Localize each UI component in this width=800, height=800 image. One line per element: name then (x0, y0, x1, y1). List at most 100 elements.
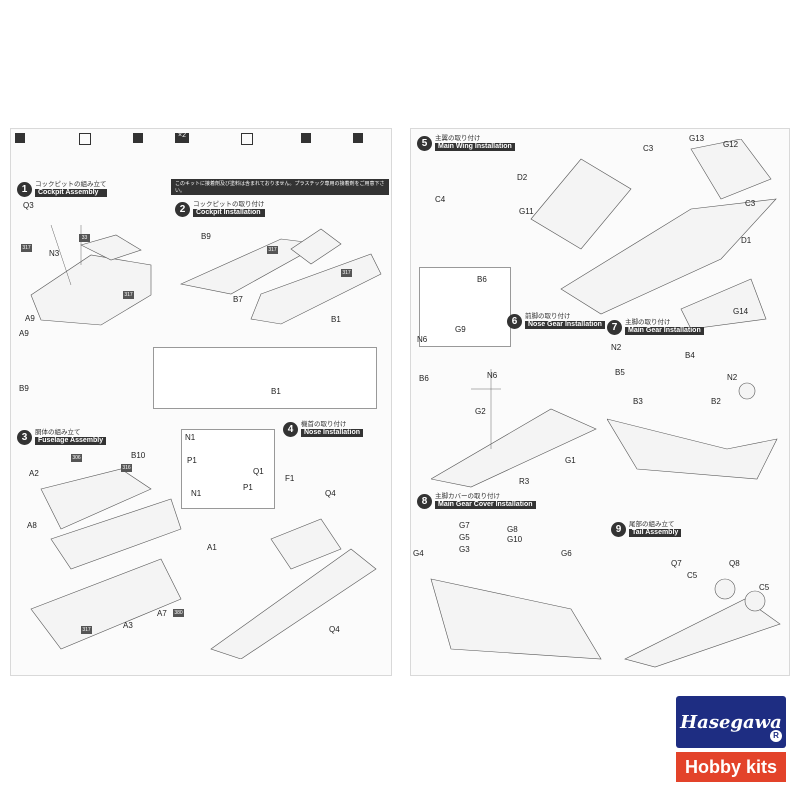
part-label: A2 (29, 469, 39, 478)
paint-callout: 317 (123, 291, 134, 299)
part-label: N6 (487, 371, 498, 380)
registered-mark: R (770, 730, 782, 742)
detail-inset (153, 347, 377, 409)
step-title-jp: 尾部の組み立て (629, 521, 675, 528)
step-4-header: 4 機首の取り付け Nose Installation (283, 421, 364, 437)
part-label: D1 (741, 236, 752, 245)
part-label: D2 (517, 173, 528, 182)
step-8-header: 8 主脚カバーの取り付け Main Gear Cover Installatio… (417, 493, 536, 509)
step-title-en: Fuselage Assembly (35, 437, 107, 445)
part-label: G14 (733, 307, 749, 316)
part-label: N2 (727, 373, 738, 382)
part-label: G3 (459, 545, 470, 554)
part-label: B6 (477, 275, 487, 284)
detail-inset (181, 429, 275, 509)
part-label: N2 (611, 343, 622, 352)
legend-decal (353, 133, 395, 144)
part-label: B5 (615, 368, 625, 377)
step-title-en: Main Gear Cover Installation (435, 501, 536, 509)
step-number: 4 (283, 421, 298, 437)
notice-banner: このキットに接着剤及び塗料は含まれておりません。プラスチック専用の接着剤をご用意… (171, 179, 389, 195)
part-label: B10 (131, 451, 146, 460)
step-9-header: 9 尾部の組み立て Tail Assembly (611, 521, 682, 537)
step-1-header: 1 コックピットの組み立て Cockpit Assembly (17, 181, 107, 197)
brand-tagline: Hobby kits (676, 752, 786, 782)
part-label: G5 (459, 533, 470, 542)
step-number: 8 (417, 493, 432, 509)
part-label: F1 (285, 474, 295, 483)
legend-glue (15, 133, 57, 144)
brand-block: Hasegawa R Hobby kits (676, 696, 786, 794)
step-number: 9 (611, 521, 626, 537)
step-title-jp: コックピットの取り付け (193, 201, 265, 208)
paint-callout: 317 (21, 244, 32, 252)
instruction-page-left: ×2 このキットに接着剤及び塗料は含まれておりません。プラスチック専用の接着剤を… (10, 128, 392, 676)
part-label: A1 (207, 543, 217, 552)
step-title-en: Tail Assembly (629, 529, 682, 537)
part-label: Q8 (729, 559, 740, 568)
hasegawa-logo: Hasegawa (676, 696, 786, 748)
step-7-header: 7 主脚の取り付け Main Gear Installation (607, 319, 704, 335)
step-title-jp: 主脚の取り付け (625, 319, 671, 326)
step-5-header: 5 主翼の取り付け Main Wing Installation (417, 135, 515, 151)
step-title-jp: 機首の取り付け (301, 421, 347, 428)
step-title-en: Nose Installation (301, 429, 364, 437)
step-number: 5 (417, 135, 432, 151)
tail-diagram (624, 578, 781, 668)
step-title-en: Main Gear Installation (625, 327, 704, 335)
part-label: A9 (25, 314, 35, 323)
gear-cover-diagram (430, 578, 602, 660)
step-number: 3 (17, 429, 32, 445)
step-6-header: 6 前脚の取り付け Nose Gear Installation (507, 313, 605, 329)
paint-callout: 317 (341, 269, 352, 277)
nose-gear-diagram (431, 369, 597, 488)
step-title-jp: 主翼の取り付け (435, 135, 481, 142)
part-label: B1 (271, 387, 281, 396)
part-label: A7 (157, 609, 167, 618)
part-label: C3 (745, 199, 756, 208)
instruction-page-right: 5 主翼の取り付け Main Wing Installation C4 D2 C… (410, 128, 790, 676)
part-label: Q7 (671, 559, 682, 568)
part-label: G1 (565, 456, 576, 465)
step-3-header: 3 胴体の組み立て Fuselage Assembly (17, 429, 107, 445)
part-label: A9 (19, 329, 29, 338)
part-label: G11 (519, 207, 534, 216)
paint-callout: 317 (81, 626, 92, 634)
step-title-en: Nose Gear Installation (525, 321, 605, 329)
part-label: N1 (191, 489, 202, 498)
cockpit-diagram (30, 224, 152, 326)
part-label: B1 (331, 315, 341, 324)
part-label: P1 (243, 483, 253, 492)
step-number: 6 (507, 313, 522, 329)
part-label: G7 (459, 521, 470, 530)
part-label: B9 (19, 384, 29, 393)
part-label: B7 (233, 295, 243, 304)
part-label: G13 (689, 134, 705, 143)
part-label: B9 (201, 232, 211, 241)
step-number: 2 (175, 201, 190, 217)
part-label: Q4 (325, 489, 336, 498)
step-title-jp: 主脚カバーの取り付け (435, 493, 500, 500)
paint-callout: 306 (71, 454, 82, 462)
paint-callout: 33 (79, 234, 90, 242)
part-label: B4 (685, 351, 695, 360)
part-label: R3 (519, 477, 530, 486)
legend-no-glue (79, 133, 121, 146)
part-label: B2 (711, 397, 721, 406)
step-number: 1 (17, 181, 32, 197)
step-title-jp: 前脚の取り付け (525, 313, 571, 320)
part-label: A3 (123, 621, 133, 630)
part-label: C4 (435, 195, 446, 204)
step-number: 7 (607, 319, 622, 335)
step-title-jp: 胴体の組み立て (35, 429, 81, 436)
part-label: G12 (723, 140, 739, 149)
part-label: B3 (633, 397, 643, 406)
part-label: G9 (455, 325, 466, 334)
legend-make-two: ×2 (175, 132, 217, 143)
part-label: N1 (185, 433, 196, 442)
part-label: Q3 (23, 201, 34, 210)
part-label: N6 (417, 335, 428, 344)
step-title-en: Main Wing Installation (435, 143, 515, 151)
step-title-jp: コックピットの組み立て (35, 181, 107, 188)
nose-diagram (210, 518, 377, 659)
